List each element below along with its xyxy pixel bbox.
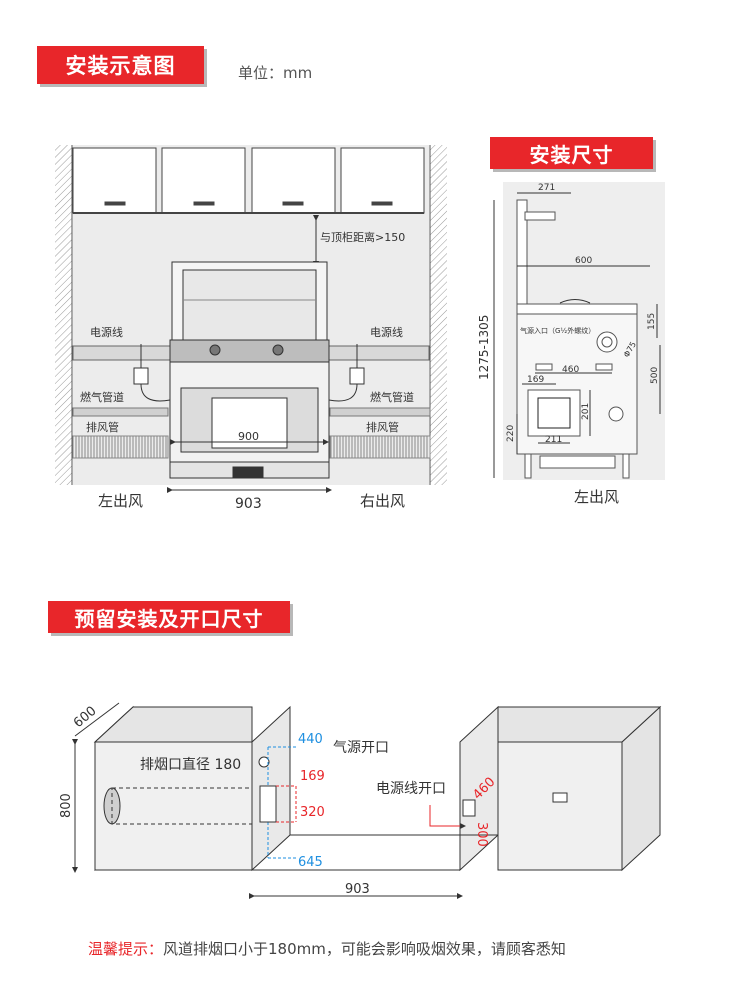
exhaust-grille-left bbox=[72, 435, 169, 459]
dim-271: 271 bbox=[538, 183, 555, 193]
section-title-reserved-opening: 预留安装及开口尺寸 bbox=[48, 601, 290, 633]
right-outlet-label: 右出风 bbox=[360, 492, 405, 510]
gas-label-left: 燃气管道 bbox=[80, 390, 124, 404]
exhaust-label-left: 排风管 bbox=[86, 420, 119, 434]
inner-width-label: 900 bbox=[238, 430, 259, 443]
chimney-label: 排烟口直径 180 bbox=[140, 756, 241, 773]
gas-inlet-label: 气源入口（G½外螺纹） bbox=[520, 326, 595, 335]
dim-800: 800 bbox=[59, 793, 74, 818]
power-socket-right bbox=[349, 367, 365, 385]
dim-201: 201 bbox=[581, 403, 591, 420]
dim-645: 645 bbox=[298, 855, 323, 870]
dim-500: 500 bbox=[650, 367, 660, 384]
top-gap-label: 与顶柜距离>150 bbox=[320, 230, 405, 244]
dim-211: 211 bbox=[545, 435, 562, 445]
right-wall bbox=[430, 145, 447, 485]
warm-tip: 温馨提示：风道排烟口小于180mm，可能会影响吸烟效果，请顾客悉知 bbox=[88, 938, 566, 959]
dim-460: 460 bbox=[562, 365, 579, 375]
dim-169: 169 bbox=[527, 375, 544, 385]
warm-tip-label: 温馨提示： bbox=[88, 940, 164, 958]
dim-155: 155 bbox=[647, 313, 657, 330]
dim-75: Φ75 bbox=[622, 340, 638, 359]
power-opening-label: 电源线开口 bbox=[376, 781, 446, 797]
section-title-install-size: 安装尺寸 bbox=[490, 137, 653, 169]
exhaust-grille-right bbox=[329, 435, 431, 459]
dim-height: 1275-1305 bbox=[477, 315, 491, 380]
dim-600: 600 bbox=[575, 256, 592, 266]
outer-width-label: 903 bbox=[235, 496, 262, 512]
left-outlet-label: 左出风 bbox=[98, 492, 143, 510]
upper-cabinets bbox=[72, 147, 425, 214]
gas-label-right: 燃气管道 bbox=[370, 390, 414, 404]
gas-opening-label: 气源开口 bbox=[333, 740, 389, 756]
unit-label: 单位：mm bbox=[238, 64, 313, 82]
size-diagram bbox=[503, 182, 665, 480]
integrated-stove bbox=[169, 261, 330, 479]
power-label-right: 电源线 bbox=[370, 325, 403, 339]
dim-903-bottom: 903 bbox=[345, 882, 370, 897]
power-label-left: 电源线 bbox=[90, 325, 123, 339]
opening-diagram bbox=[93, 705, 662, 872]
dim-600-depth: 600 bbox=[71, 704, 100, 731]
warm-tip-text: 风道排烟口小于180mm，可能会影响吸烟效果，请顾客悉知 bbox=[163, 940, 566, 958]
dim-320: 320 bbox=[300, 805, 325, 820]
size-outlet-label: 左出风 bbox=[574, 488, 619, 506]
countertop bbox=[72, 345, 430, 361]
section-title-install-diagram: 安装示意图 bbox=[37, 46, 204, 84]
dim-440: 440 bbox=[298, 732, 323, 747]
exhaust-label-right: 排风管 bbox=[366, 420, 399, 434]
dim-300: 300 bbox=[474, 822, 489, 847]
dim-460-bottom: 460 bbox=[470, 775, 498, 803]
dim-220: 220 bbox=[506, 425, 516, 442]
power-socket-left bbox=[133, 367, 149, 385]
dim-169-bottom: 169 bbox=[300, 769, 325, 784]
left-wall bbox=[55, 145, 72, 485]
